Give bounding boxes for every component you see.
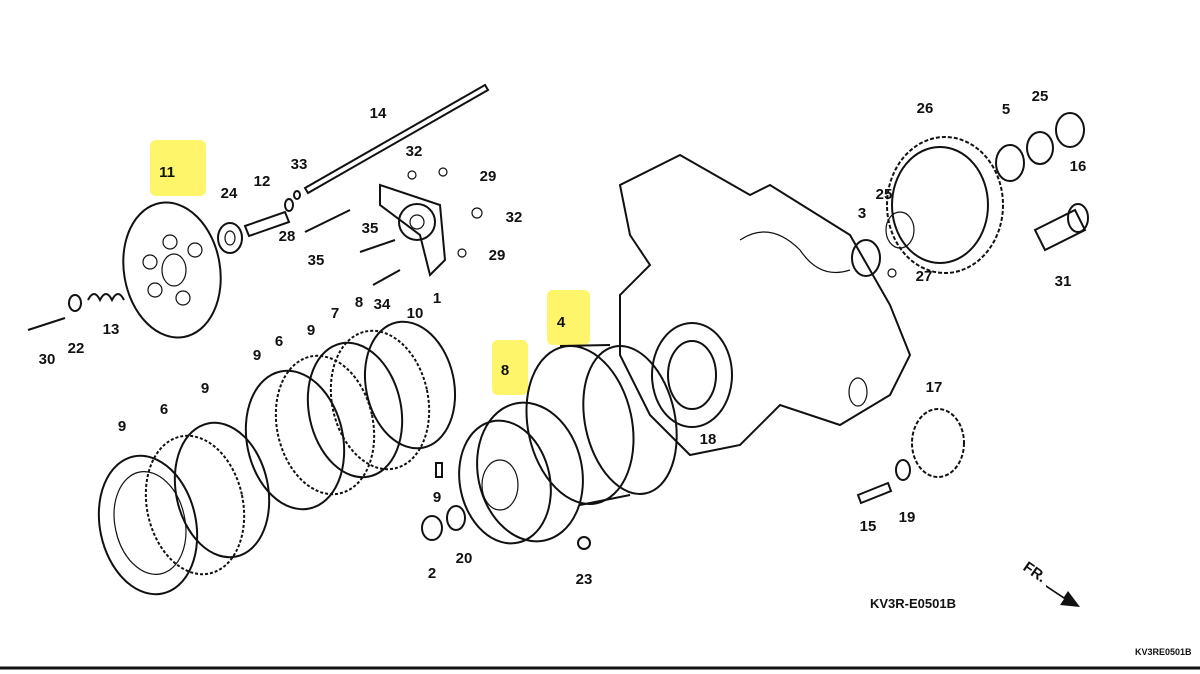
callout-8: 8 [355, 294, 363, 311]
highlight-4 [492, 340, 528, 395]
callout-16: 16 [1070, 158, 1087, 175]
highlight-11 [150, 140, 206, 196]
callout-26: 26 [917, 100, 934, 117]
front-label: FR. [1020, 558, 1050, 586]
callout-10: 10 [407, 305, 424, 322]
push-rod [303, 83, 490, 195]
callout-9: 9 [253, 347, 261, 364]
callout-18: 18 [700, 431, 717, 448]
callout-34: 34 [374, 296, 391, 313]
callout-29: 29 [489, 247, 506, 264]
callout-13: 13 [103, 321, 120, 338]
crankcase [618, 153, 912, 457]
front-direction-arrow: FR. [1020, 558, 1080, 607]
callout-11: 11 [159, 164, 175, 181]
callout-29: 29 [480, 168, 497, 185]
callout-33: 33 [291, 156, 308, 173]
clutch-center-and-outer [421, 344, 678, 550]
primary-gear-assembly [851, 112, 1089, 505]
callout-22: 22 [68, 340, 85, 357]
callout-31: 31 [1055, 273, 1072, 290]
callout-3: 3 [858, 205, 866, 222]
callout-17: 17 [926, 379, 943, 396]
callout-25: 25 [876, 186, 893, 203]
lifter-assembly [304, 167, 483, 286]
spring-bolt-washer [27, 293, 125, 331]
callout-8: 8 [501, 362, 509, 379]
drawing-code: KV3R-E0501B [870, 596, 956, 611]
callout-9: 9 [433, 489, 441, 506]
callout-35: 35 [308, 252, 325, 269]
callout-20: 20 [456, 550, 473, 567]
callout-23: 23 [576, 571, 593, 588]
callout-25: 25 [1032, 88, 1049, 105]
callout-12: 12 [254, 173, 271, 190]
callout-35: 35 [362, 220, 379, 237]
highlight-2 [547, 290, 590, 345]
callout-24: 24 [221, 185, 238, 202]
callout-32: 32 [406, 143, 423, 160]
callout-9: 9 [118, 418, 126, 435]
callout-6: 6 [160, 401, 168, 418]
callout-28: 28 [279, 228, 296, 245]
callout-15: 15 [860, 518, 877, 535]
pressure-plate [122, 201, 222, 339]
callout-32: 32 [506, 209, 523, 226]
callout-1: 1 [433, 290, 441, 307]
callout-19: 19 [899, 509, 916, 526]
callout-9: 9 [201, 380, 209, 397]
callout-4: 4 [557, 314, 566, 331]
callout-30: 30 [39, 351, 56, 368]
callout-2: 2 [428, 565, 436, 582]
clutch-disk-stack [97, 320, 457, 596]
callout-27: 27 [916, 268, 933, 285]
callout-7: 7 [331, 305, 339, 322]
callout-6: 6 [275, 333, 283, 350]
callout-14: 14 [370, 105, 387, 122]
callout-9: 9 [307, 322, 315, 339]
callout-5: 5 [1002, 101, 1010, 118]
corner-code: KV3RE0501B [1135, 647, 1192, 657]
bearing-and-bolt [217, 190, 301, 254]
